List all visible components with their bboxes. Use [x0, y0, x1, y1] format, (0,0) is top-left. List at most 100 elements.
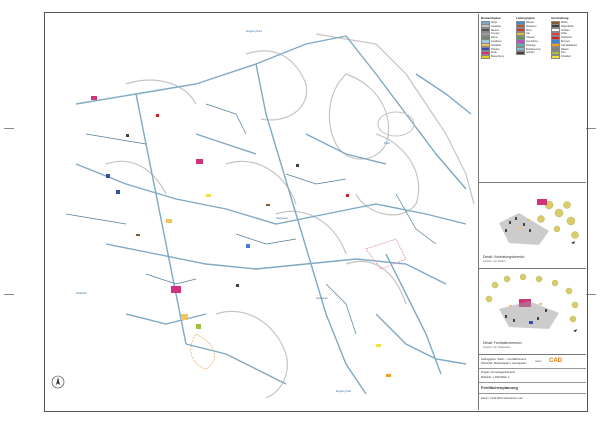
legend-row: Hydranten	[551, 35, 585, 40]
legend-label: Spielplatz	[491, 43, 502, 47]
info-marker[interactable]	[206, 194, 211, 197]
pond	[377, 111, 415, 137]
legend-swatch	[481, 39, 490, 44]
margin-tick	[4, 294, 14, 295]
legend-label: Bewässerung	[526, 47, 541, 51]
legend-label: Fernwärme	[526, 40, 539, 43]
detail-view-2-sub: Ansicht: von Südwesten	[483, 346, 511, 349]
legend-row: Bänke	[551, 20, 585, 25]
legend-swatch	[516, 50, 525, 55]
legend-row: Zäune	[481, 35, 515, 40]
legend-row: Fahrradständer	[551, 43, 585, 48]
legend-swatch	[551, 24, 560, 29]
map-label: Festwiese	[316, 296, 328, 300]
site-plan-canvas[interactable]: Eingang Nord Hauptweg Festwiese Eingang …	[46, 14, 476, 410]
legend-swatch	[551, 39, 560, 44]
title-block-divider	[479, 368, 586, 369]
legend-swatch	[481, 20, 490, 25]
toilet-marker[interactable]	[106, 174, 110, 178]
detail-view-1-render	[499, 199, 579, 245]
legend-row: Gebäude	[481, 24, 515, 29]
playground-marker[interactable]	[181, 314, 188, 320]
legend-column-title: Bestandsplan	[481, 16, 501, 20]
kiosk-marker[interactable]	[196, 159, 203, 164]
map-label: Parkplatz	[76, 291, 88, 295]
legend-label: Poller	[561, 32, 568, 36]
bench-marker[interactable]	[136, 234, 140, 236]
legend-swatch	[516, 24, 525, 29]
legend-row: Infotafeln	[551, 54, 585, 59]
toilet-marker[interactable]	[116, 190, 120, 194]
detail-view-2-render	[485, 273, 579, 332]
plan-title: Freiflächenplanung	[481, 385, 518, 390]
legend-row: Drainage	[516, 43, 550, 48]
legend-swatch	[551, 28, 560, 33]
bin-marker[interactable]	[296, 164, 299, 167]
building-outlines	[105, 33, 475, 399]
bench-marker[interactable]	[266, 204, 270, 206]
legend-row: Kiosk	[481, 50, 515, 55]
map-label: Hauptweg	[276, 216, 288, 220]
legend-row: Papierkörbe	[551, 24, 585, 29]
info-marker[interactable]	[376, 344, 381, 347]
path-network	[75, 35, 472, 395]
title-block-row: Datum: 11.09.2013 Gezeichnet: cad	[481, 397, 523, 400]
festhalle-marker[interactable]	[171, 286, 181, 293]
legend-row: Spielplatz	[481, 43, 515, 48]
legend-label: Schacht	[526, 51, 535, 55]
fountain-marker[interactable]	[246, 244, 250, 248]
bin-marker[interactable]	[236, 284, 239, 287]
legend-row: Poller	[551, 31, 585, 37]
detail-view-2[interactable]: Detail: Festhallenbereich Ansicht: von S…	[479, 268, 586, 354]
legend-swatch	[481, 28, 490, 33]
legend-row: Mauern	[481, 28, 515, 33]
legend-swatch	[481, 43, 490, 48]
feature-markers[interactable]	[91, 96, 391, 377]
map-label: Eingang Nord	[246, 29, 262, 33]
legend-label: Strom	[526, 28, 533, 32]
legend-swatch	[516, 20, 525, 25]
title-block-row: Planinhalt: Bestandsplan / Leitungsplan	[481, 362, 527, 365]
title-block-divider	[479, 393, 586, 394]
kiosk-marker[interactable]	[91, 96, 97, 100]
legend-label: Schilder	[561, 28, 570, 32]
hydrant-marker[interactable]	[156, 114, 159, 117]
playground-marker[interactable]	[166, 219, 172, 223]
legend-swatch	[481, 50, 490, 55]
legend-swatch	[516, 35, 525, 40]
legend-label: Papierkörbe	[561, 24, 574, 28]
legend-label: Masten	[561, 47, 569, 51]
legend-label: Kiosk	[491, 51, 497, 55]
path-network-secondary	[65, 103, 437, 335]
brand-logo: CAD	[549, 358, 562, 364]
legend-label: Drainage	[526, 43, 536, 47]
hydrant-marker[interactable]	[346, 194, 349, 197]
site-plan-map[interactable]: Eingang Nord Hauptweg Festwiese Eingang …	[46, 14, 476, 410]
legend-swatch	[516, 46, 525, 52]
legend-column-title: Ausstattung	[551, 16, 569, 20]
legend-row: Beleuchtung	[481, 54, 515, 59]
planning-area-outline	[190, 333, 216, 370]
legend-swatch	[481, 35, 490, 40]
legend-swatch	[516, 31, 525, 37]
detail-view-1[interactable]: Detail: Vorleistungsbereich Ansicht: von…	[479, 182, 586, 268]
legend-label: Mauern	[491, 28, 500, 32]
bin-marker[interactable]	[126, 134, 129, 137]
legend-row: Toiletten	[481, 46, 515, 52]
legend-swatch	[551, 31, 560, 37]
title-block-divider	[479, 382, 586, 383]
green-marker[interactable]	[196, 324, 201, 329]
legend-swatch	[551, 46, 560, 52]
legend-swatch	[481, 46, 490, 52]
legend-column-title: Leitungsplan	[516, 16, 535, 20]
legend-swatch	[551, 20, 560, 25]
bike-marker[interactable]	[386, 374, 391, 377]
legend-row: Telekom	[516, 35, 550, 40]
legend-swatch	[516, 43, 525, 48]
